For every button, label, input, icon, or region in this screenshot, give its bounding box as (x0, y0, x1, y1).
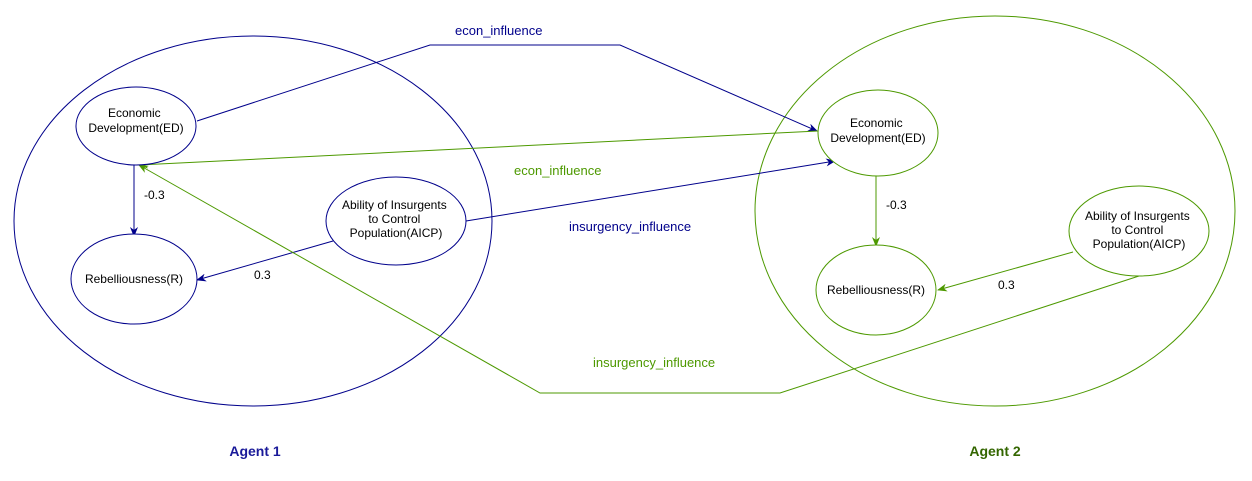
label-econ-influence-a2-to-a1: econ_influence (514, 163, 601, 178)
label-insurgency-influence-a2-to-a1: insurgency_influence (593, 355, 715, 370)
a2-ed-line-2: Development(ED) (830, 131, 925, 145)
agent1-label: Agent 1 (229, 443, 281, 459)
a2-weight-ed-to-r: -0.3 (886, 198, 907, 212)
a1-weight-aicp-to-r: 0.3 (254, 268, 271, 282)
a2-weight-aicp-to-r: 0.3 (998, 278, 1015, 292)
edge-econ-influence-a1-to-a2[interactable] (196, 44, 818, 132)
a1-r-line-1: Rebelliousness(R) (85, 272, 183, 286)
a2-node-rebelliousness[interactable]: Rebelliousness(R) (815, 244, 937, 336)
edge-econ-influence-a2-to-a1[interactable] (138, 130, 819, 169)
a1-ed-line-2: Development(ED) (88, 121, 183, 135)
edge-insurgency-influence-a2-to-a1[interactable] (138, 164, 1140, 394)
a1-node-aicp[interactable]: Ability of Insurgents to Control Populat… (325, 176, 467, 266)
a2-node-aicp[interactable]: Ability of Insurgents to Control Populat… (1068, 185, 1210, 277)
a2-node-economic-development[interactable]: Economic Development(ED) (817, 89, 939, 177)
a1-aicp-line-3: Population(AICP) (350, 226, 443, 240)
svg-text:Rebelliousness(R): Rebelliousness(R) (827, 283, 925, 297)
a1-edge-aicp-to-r[interactable] (196, 240, 334, 282)
agent1-boundary (13, 35, 493, 407)
a2-aicp-line-1: Ability of Insurgents (1085, 209, 1190, 223)
agent2-label: Agent 2 (969, 443, 1021, 459)
a2-edge-aicp-to-r[interactable] (937, 251, 1074, 292)
a1-aicp-line-1: Ability of Insurgents (342, 198, 447, 212)
a1-ed-line-1: Economic (108, 106, 161, 120)
a1-node-rebelliousness[interactable]: Rebelliousness(R) (70, 233, 198, 325)
a1-aicp-line-2: to Control (368, 212, 420, 226)
svg-text:Ability of Insurgents to: Ability of Insurgents to Control Populat… (1085, 209, 1193, 251)
svg-text:Ability of Insurgents to: Ability of Insurgents to Control Populat… (342, 198, 450, 240)
a2-r-line-1: Rebelliousness(R) (827, 283, 925, 297)
a1-weight-ed-to-r: -0.3 (144, 188, 165, 202)
a1-node-economic-development[interactable]: Economic Development(ED) (75, 86, 197, 166)
a2-aicp-line-2: to Control (1111, 223, 1163, 237)
label-econ-influence-a1-to-a2: econ_influence (455, 23, 542, 38)
svg-text:Economic Development(ED): Economic Development(ED) (88, 106, 183, 135)
label-insurgency-influence-a1-to-a2: insurgency_influence (569, 219, 691, 234)
edge-insurgency-influence-a1-to-a2[interactable] (465, 158, 836, 222)
a2-aicp-line-3: Population(AICP) (1093, 237, 1186, 251)
svg-text:Rebelliousness(R): Rebelliousness(R) (85, 272, 183, 286)
svg-text:Economic Development(ED): Economic Development(ED) (830, 116, 925, 145)
agent2-boundary (754, 15, 1236, 407)
a2-ed-line-1: Economic (850, 116, 903, 130)
